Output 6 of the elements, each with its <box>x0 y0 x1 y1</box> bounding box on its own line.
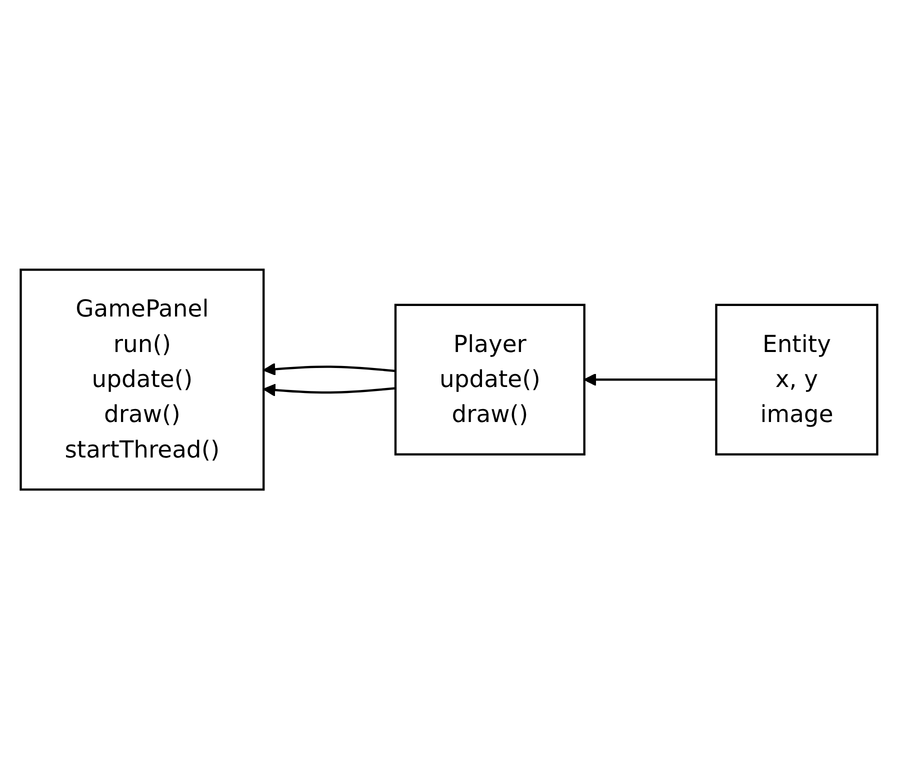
node-box: GamePanel run() update() draw() startThread() <box>20 268 265 492</box>
arrow <box>263 363 396 376</box>
arrow <box>584 374 716 386</box>
arrow <box>263 384 396 397</box>
node-box: Entity x, y image <box>715 304 878 456</box>
node-box: Player update() draw() <box>394 304 586 456</box>
